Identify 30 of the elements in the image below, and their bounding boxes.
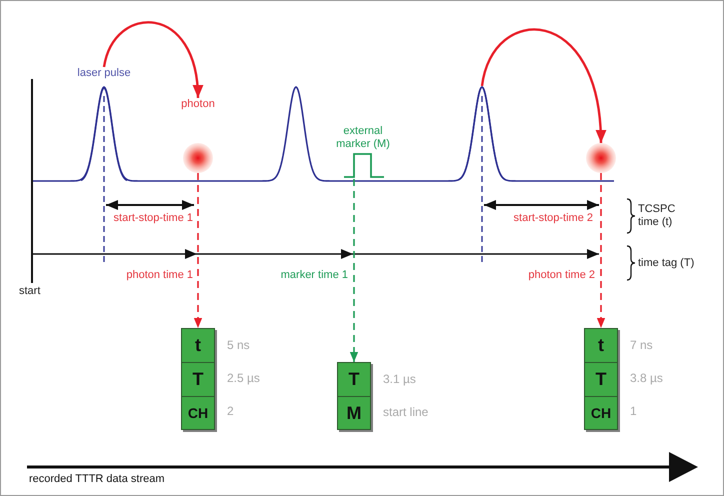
time-label: marker time 1: [280, 269, 348, 282]
glowing-dot-icon: [586, 143, 616, 173]
record-stack: [584, 328, 618, 430]
value-text: 7 ns: [630, 338, 653, 352]
axis-label: TCSPC time (t): [638, 203, 676, 229]
value-text: 3.8 µs: [630, 372, 663, 385]
pulse-peak-icon: [459, 86, 505, 182]
value-text: 3.1 µs: [383, 372, 416, 386]
time-label: photon time 2: [528, 269, 595, 282]
dashed-arrow: [596, 173, 606, 328]
value-text: 2: [227, 405, 234, 418]
axis-label: start: [19, 285, 40, 298]
time-label: start-stop-time 1: [114, 212, 193, 225]
time-label: start-stop-time 2: [514, 212, 593, 225]
value-text: 5 ns: [227, 338, 250, 352]
axis-label: time tag (T): [638, 257, 694, 270]
stream-label: recorded TTTR data stream: [29, 473, 165, 486]
value-text: start line: [383, 406, 428, 418]
pulse-label: laser pulse: [76, 67, 132, 80]
value-text: 2.5 µs: [227, 372, 260, 385]
dashed-arrow: [194, 173, 202, 328]
time-label: photon time 1: [126, 269, 193, 282]
curved-arrow: [102, 21, 202, 98]
record-stack: [181, 328, 215, 430]
photon-label: photon: [180, 98, 216, 111]
marker-label: external marker (M): [335, 125, 391, 151]
dashed-arrow: [350, 179, 358, 362]
value-text: 1: [630, 405, 637, 418]
curved-arrow: [480, 28, 606, 144]
record-stack: [337, 362, 371, 430]
